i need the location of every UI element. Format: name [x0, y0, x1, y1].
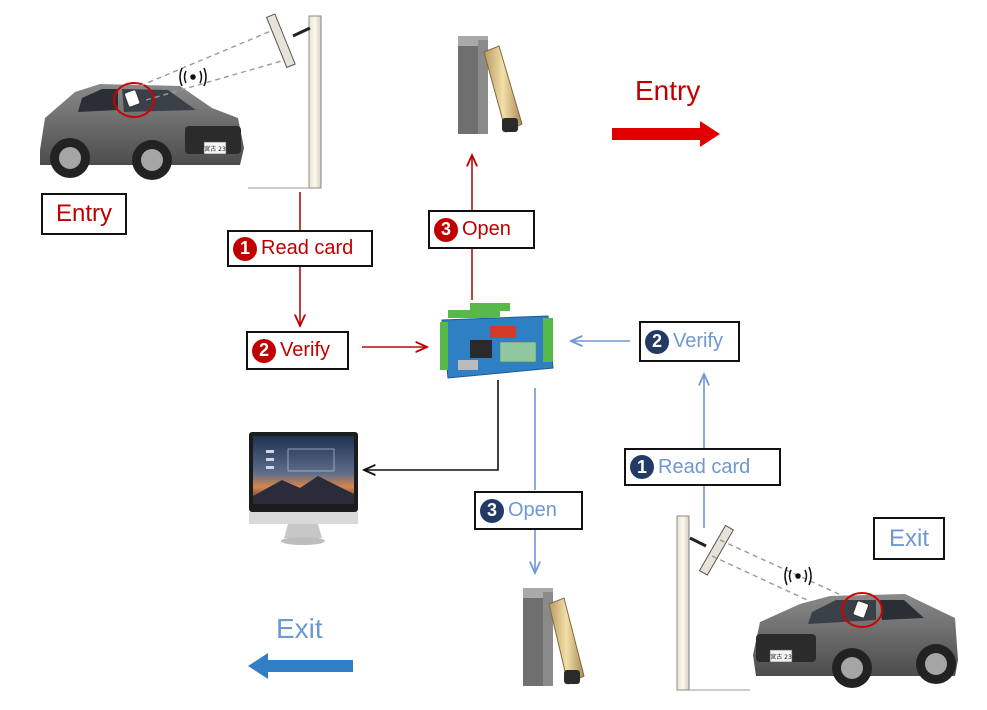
exit-direction-arrow — [248, 653, 353, 679]
exit-step-3-text: Open — [508, 499, 557, 521]
entry-wifi-signal-icon — [179, 67, 207, 87]
entry-step-read-card: 1 Read card — [227, 230, 373, 267]
exit-plate-text: 宮古 23 — [770, 653, 792, 661]
entry-direction-title: Entry — [635, 75, 700, 106]
exit-car-icon: 宮古 23 — [753, 592, 958, 688]
exit-wifi-signal-icon — [784, 566, 812, 586]
entry-step-3-text: Open — [462, 218, 511, 240]
exit-step-1-badge: 1 — [630, 455, 654, 479]
entry-plate-text: 宮古 23 — [204, 145, 226, 153]
exit-barrier-gate-icon — [523, 588, 585, 686]
entry-rfid-card-icon — [124, 89, 141, 108]
exit-step-open: 3 Open — [474, 491, 583, 530]
exit-label-text: Exit — [888, 524, 929, 552]
entry-barrier-gate-icon — [458, 36, 523, 134]
exit-step-1-text: Read card — [658, 455, 751, 478]
exit-step-2-text: Verify — [673, 330, 724, 352]
entry-label-box: Entry — [41, 193, 127, 235]
exit-step-verify: 2 Verify — [639, 321, 740, 362]
monitor-icon — [249, 432, 358, 545]
entry-step-1-text: Read card — [261, 237, 354, 259]
entry-rfid-reader-icon — [248, 13, 322, 189]
entry-step-open: 3 Open — [428, 210, 535, 249]
exit-step-2-badge: 2 — [645, 329, 669, 354]
exit-step-read-card: 1 Read card — [624, 448, 781, 486]
exit-step-3-badge: 3 — [480, 498, 504, 523]
entry-car-icon: 宮古 23 — [40, 82, 244, 180]
exit-direction-title: Exit — [276, 613, 323, 644]
entry-step-2-text: Verify — [280, 339, 331, 361]
controller-board-icon — [440, 303, 554, 379]
exit-rfid-card-icon — [852, 600, 869, 619]
entry-step-1-badge: 1 — [233, 236, 257, 261]
entry-step-2-badge: 2 — [252, 338, 276, 363]
entry-step-3-badge: 3 — [434, 217, 458, 242]
entry-step-verify: 2 Verify — [246, 331, 349, 370]
entry-direction-arrow — [612, 121, 720, 147]
exit-rfid-reader-icon — [676, 515, 750, 691]
exit-label-box: Exit — [873, 517, 945, 560]
entry-label-text: Entry — [55, 200, 112, 227]
